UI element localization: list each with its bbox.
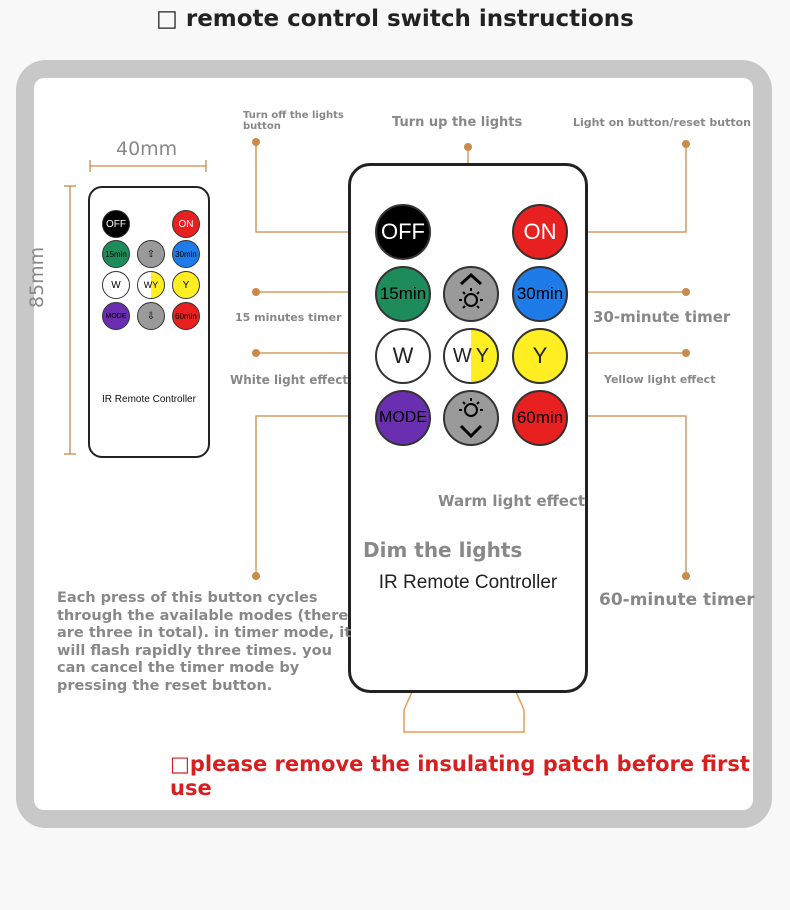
label-warm: Warm light effect (438, 492, 586, 510)
small-brightness-up-button[interactable]: ⇧ (137, 240, 165, 268)
page-title: □ remote control switch instructions (156, 6, 634, 32)
label-white: White light effect (230, 373, 349, 387)
large-remote-label: IR Remote Controller (378, 572, 558, 593)
small-remote-label: IR Remote Controller (102, 394, 196, 405)
off-button[interactable]: OFF (375, 204, 431, 260)
width-dimension-label: 40mm (116, 138, 178, 160)
small-white-button[interactable]: W (102, 271, 130, 299)
white-light-button[interactable]: W (375, 328, 431, 384)
brightness-down-icon: ⇩ (146, 310, 156, 322)
brightness-up-icon: ⇧ (146, 248, 156, 260)
small-off-button[interactable]: OFF (102, 210, 130, 238)
small-wy-w: W (143, 280, 153, 290)
brightness-down-button[interactable] (443, 390, 499, 446)
label-15min: 15 minutes timer (235, 311, 342, 324)
mode-button[interactable]: MODE (375, 390, 431, 446)
label-60min: 60-minute timer (599, 590, 755, 610)
small-30min-button[interactable]: 30min (172, 240, 200, 268)
timer-30min-button[interactable]: 30min (512, 266, 568, 322)
warm-w-label: W (452, 344, 472, 367)
small-mode-button[interactable]: MODE (102, 302, 130, 330)
small-brightness-down-button[interactable]: ⇩ (137, 302, 165, 330)
warning-text: □please remove the insulating patch befo… (170, 752, 750, 800)
label-turn-off: Turn off the lights button (243, 110, 344, 132)
small-wy-y: Y (152, 280, 159, 290)
brightness-up-button[interactable] (443, 266, 499, 322)
label-yellow: Yellow light effect (604, 373, 716, 386)
small-60min-button[interactable]: 60min (172, 302, 200, 330)
label-dim: Dim the lights (363, 538, 523, 562)
label-light-on: Light on button/reset button (573, 116, 752, 129)
timer-15min-button[interactable]: 15min (375, 266, 431, 322)
timer-60min-button[interactable]: 60min (512, 390, 568, 446)
label-turn-up: Turn up the lights (392, 115, 523, 130)
small-yellow-button[interactable]: Y (172, 271, 200, 299)
label-mode-description: Each press of this button cycles through… (57, 590, 352, 694)
small-15min-button[interactable]: 15min (102, 240, 130, 268)
yellow-light-button[interactable]: Y (512, 328, 568, 384)
sun-up-icon (459, 272, 483, 309)
sun-down-icon (459, 398, 483, 439)
height-dimension-label: 85mm (26, 246, 48, 308)
label-30min: 30-minute timer (593, 308, 731, 326)
small-on-button[interactable]: ON (172, 210, 200, 238)
on-button[interactable]: ON (512, 204, 568, 260)
warm-y-label: Y (475, 344, 490, 367)
